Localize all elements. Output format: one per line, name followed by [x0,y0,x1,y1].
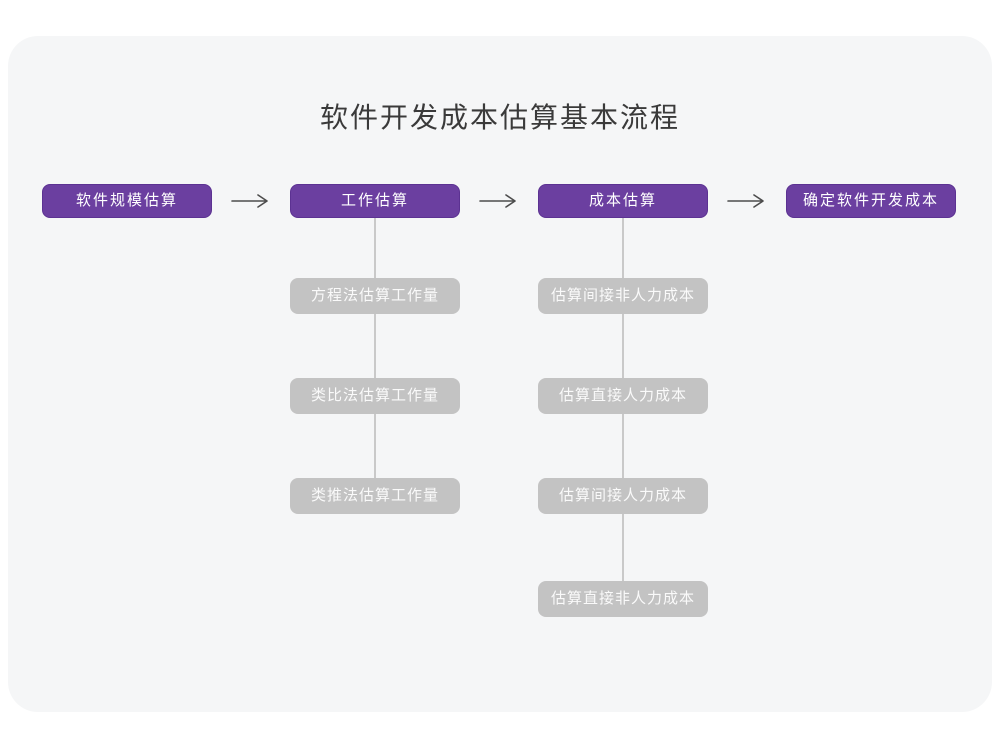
stage-cost-estimation: 成本估算 [538,184,708,218]
substep-analogy-method-workload: 类比法估算工作量 [290,378,460,414]
stage-software-size-estimation: 软件规模估算 [42,184,212,218]
substep-extrapolation-method-workload: 类推法估算工作量 [290,478,460,514]
substep-direct-non-labor-cost: 估算直接非人力成本 [538,581,708,617]
arrow-right-icon [231,194,268,208]
stage-determine-development-cost: 确定软件开发成本 [786,184,956,218]
substep-direct-labor-cost: 估算直接人力成本 [538,378,708,414]
connector-line-work-estimation [374,218,376,496]
substep-equation-method-workload: 方程法估算工作量 [290,278,460,314]
stage-work-estimation: 工作估算 [290,184,460,218]
substep-indirect-labor-cost: 估算间接人力成本 [538,478,708,514]
page-title: 软件开发成本估算基本流程 [319,102,680,133]
substep-indirect-non-labor-cost: 估算间接非人力成本 [538,278,708,314]
arrow-right-icon [479,194,516,208]
flowchart-card [8,36,992,712]
arrow-right-icon [727,194,764,208]
